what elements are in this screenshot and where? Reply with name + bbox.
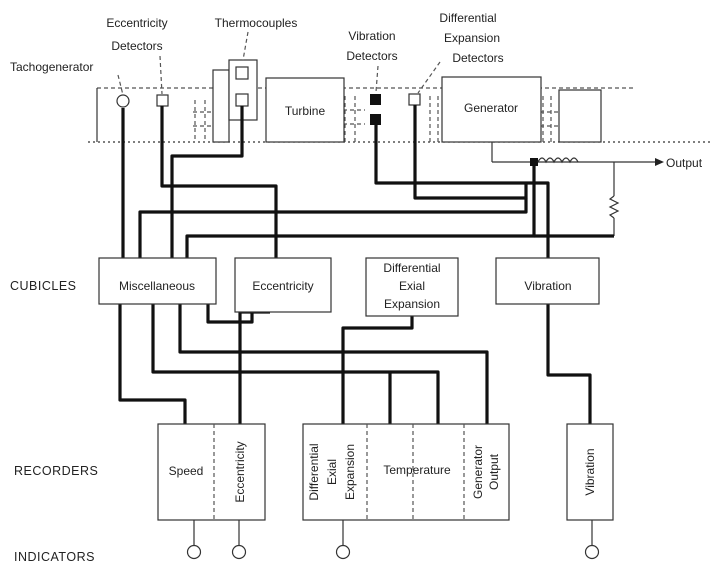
- differential-expansion-detectors-label: Differential: [439, 11, 496, 25]
- cubicle-eccentricity-label: Eccentricity: [252, 279, 313, 293]
- turbine-casing-front: [212, 69, 230, 143]
- recorders-row-label: RECORDERS: [14, 464, 98, 478]
- generator-label: Generator: [464, 101, 518, 115]
- eccentricity-detector-icon: [156, 94, 169, 107]
- differential-expansion-detectors-label: Detectors: [452, 51, 503, 65]
- recorder-vibration-label: Vibration: [583, 448, 597, 495]
- cubicle-differential-exial-expansion: Differential Exial Expansion: [365, 257, 459, 317]
- indicators-row-label: INDICATORS: [14, 550, 95, 564]
- exciter-box: [558, 89, 602, 143]
- recorder-generator-output-label: Generator: [471, 445, 485, 499]
- recorder-generator-output-label: Output: [487, 453, 501, 490]
- cubicle-differential-label: Expansion: [384, 297, 440, 311]
- indicator-dial-icon: [231, 544, 247, 560]
- recorder-group-main: Differential Exial Expansion Temperature…: [302, 423, 510, 521]
- tachogenerator-label: Tachogenerator: [10, 60, 93, 74]
- leader-lines: [117, 31, 441, 96]
- recorder-differential-label: Expansion: [343, 444, 357, 500]
- vibration-detector-icon: [370, 114, 381, 125]
- indicator-dial-icon: [335, 544, 351, 560]
- sensor-labels: Tachogenerator Eccentricity Detectors Th…: [10, 11, 504, 74]
- recorder-differential-label: Differential: [307, 443, 321, 500]
- thermocouples-label: Thermocouples: [215, 16, 298, 30]
- thermocouple-icon: [235, 93, 249, 107]
- cubicle-miscellaneous: Miscellaneous: [98, 257, 217, 305]
- output-circuit: Output: [491, 142, 703, 236]
- resistor-icon: [608, 195, 620, 219]
- turbine-label: Turbine: [285, 104, 326, 118]
- differential-expansion-detectors-label: Expansion: [444, 31, 500, 45]
- turbine-box: [265, 77, 345, 143]
- cubicle-eccentricity: Eccentricity: [234, 257, 332, 313]
- tachogenerator-icon: [116, 94, 130, 108]
- cubicle-vibration: Vibration: [495, 257, 600, 305]
- output-arrow-icon: [655, 158, 664, 166]
- recorder-vibration: Vibration: [566, 423, 614, 521]
- recorder-eccentricity-label: Eccentricity: [233, 441, 247, 502]
- recorder-speed-eccentricity: Speed Eccentricity: [157, 423, 266, 521]
- vibration-detector-icon: [370, 94, 381, 105]
- machine-train: Turbine Generator: [88, 69, 713, 143]
- cubicle-miscellaneous-label: Miscellaneous: [119, 279, 195, 293]
- bearing-housings: [193, 96, 560, 142]
- output-label: Output: [666, 156, 703, 170]
- cubicle-differential-label: Differential: [383, 261, 440, 275]
- eccentricity-detectors-label: Detectors: [111, 39, 162, 53]
- recorder-temperature-label: Temperature: [383, 463, 451, 477]
- cubicle-differential-label: Exial: [399, 279, 425, 293]
- generator-box: [441, 76, 542, 143]
- indicator-dial-icon: [186, 544, 202, 560]
- eccentricity-detectors-label: Eccentricity: [106, 16, 167, 30]
- current-transformer-coil-icon: [537, 157, 579, 164]
- vibration-detectors-label: Detectors: [346, 49, 397, 63]
- differential-expansion-detector-icon: [408, 93, 421, 106]
- indicators: [186, 520, 600, 560]
- recorder-speed-label: Speed: [169, 464, 204, 478]
- vibration-detectors-label: Vibration: [348, 29, 395, 43]
- thermocouple-icon: [235, 66, 249, 80]
- recorder-differential-label: Exial: [325, 459, 339, 485]
- cubicle-vibration-label: Vibration: [524, 279, 571, 293]
- indicator-dial-icon: [584, 544, 600, 560]
- cubicles-row-label: CUBICLES: [10, 279, 77, 293]
- signal-wiring: [118, 105, 614, 424]
